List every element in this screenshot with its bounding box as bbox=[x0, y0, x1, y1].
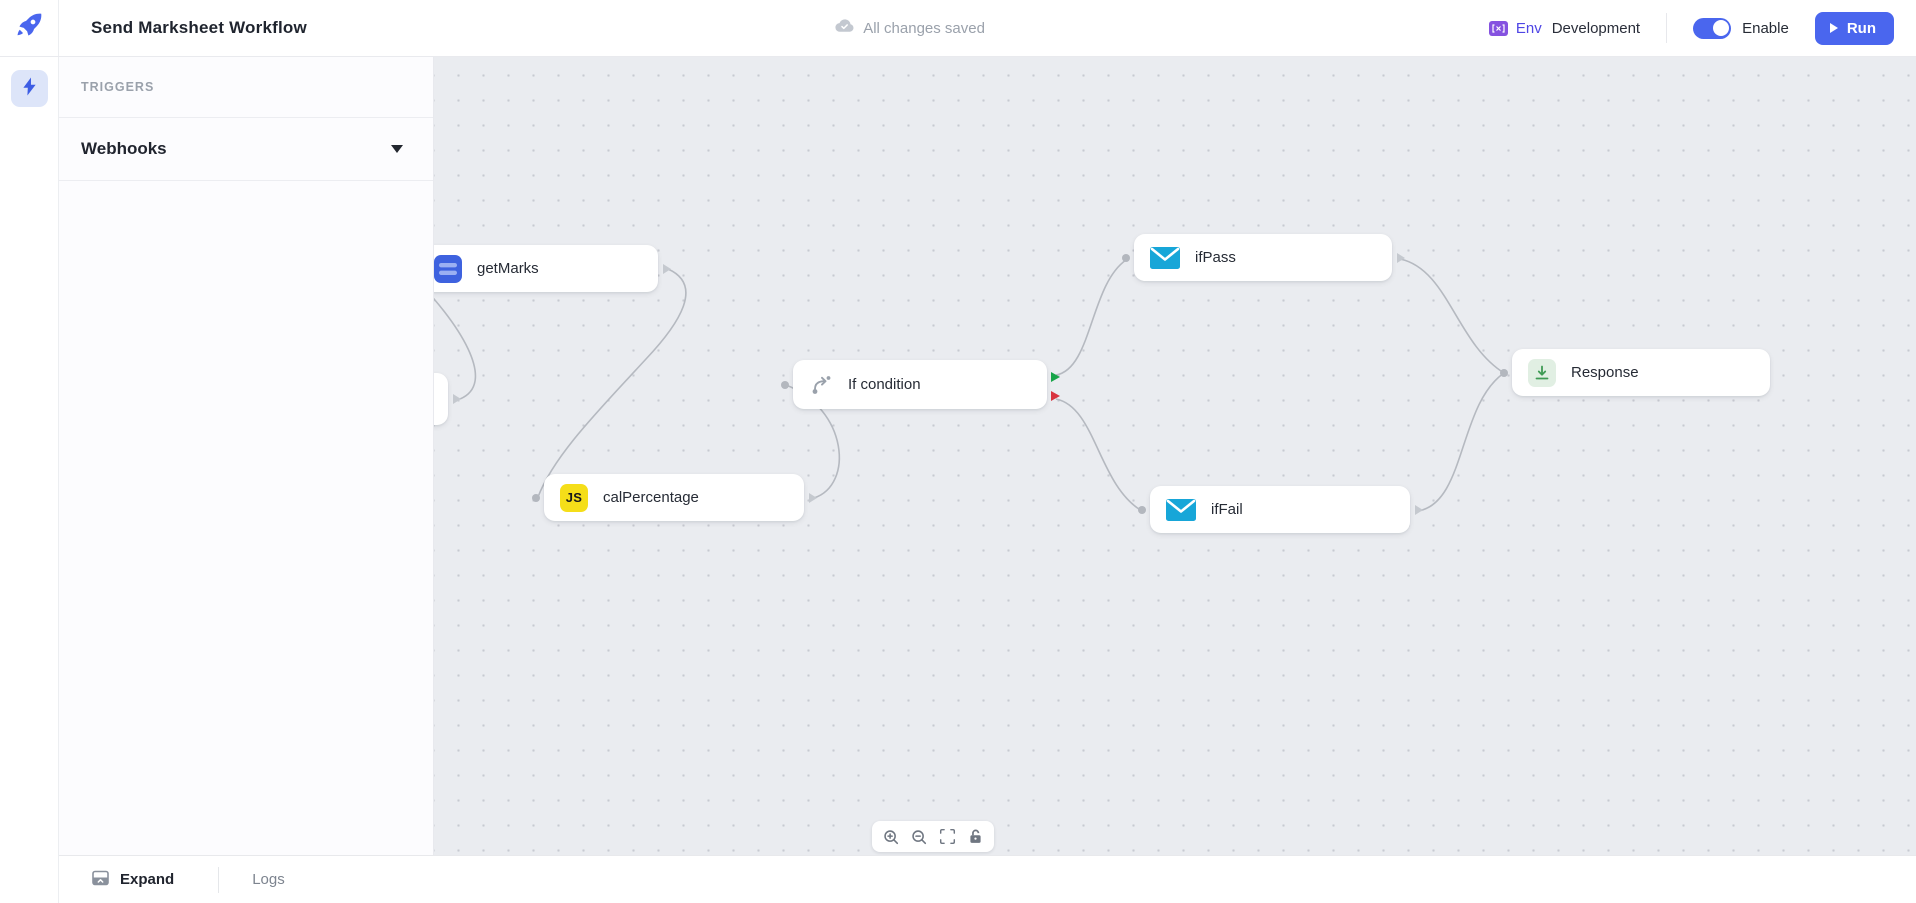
expand-button[interactable]: Expand bbox=[92, 870, 174, 890]
logs-button[interactable]: Logs bbox=[252, 871, 285, 888]
rocket-icon bbox=[14, 11, 44, 46]
node-response[interactable]: Response bbox=[1500, 349, 1770, 396]
left-icon-rail bbox=[0, 57, 59, 903]
node-webhook-trigger[interactable] bbox=[434, 373, 461, 425]
footer-divider bbox=[218, 866, 220, 893]
env-value: Development bbox=[1551, 19, 1641, 37]
input-handle[interactable] bbox=[781, 380, 789, 389]
zoom-out-button[interactable] bbox=[906, 824, 932, 850]
app-logo[interactable] bbox=[0, 0, 59, 56]
save-status-text: All changes saved bbox=[863, 19, 985, 37]
lock-button[interactable] bbox=[962, 824, 988, 850]
mail-icon bbox=[1150, 246, 1180, 269]
output-handle[interactable] bbox=[1415, 504, 1423, 515]
node-label: If condition bbox=[848, 376, 921, 393]
chevron-down-icon bbox=[391, 145, 403, 153]
fit-view-button[interactable] bbox=[934, 824, 960, 850]
expand-panel-icon bbox=[92, 870, 109, 890]
input-handle[interactable] bbox=[1500, 368, 1508, 377]
input-handle[interactable] bbox=[1122, 253, 1130, 262]
output-handle[interactable] bbox=[809, 492, 817, 503]
true-output-handle[interactable] bbox=[1051, 372, 1060, 382]
sidebar: TRIGGERS Webhooks bbox=[59, 57, 434, 855]
header-right: Env Development Enable Run bbox=[1488, 11, 1916, 45]
branch-icon bbox=[809, 373, 833, 397]
edge-ifcondition-iffail bbox=[1055, 398, 1143, 512]
javascript-icon: JS bbox=[560, 483, 588, 512]
node-label: calPercentage bbox=[603, 489, 699, 506]
edge-iffail-response bbox=[1417, 372, 1505, 512]
sidebar-item-webhooks[interactable]: Webhooks bbox=[59, 118, 433, 181]
false-output-handle[interactable] bbox=[1051, 391, 1060, 401]
env-label: Env bbox=[1515, 19, 1542, 37]
edge-webhook-getmarks bbox=[434, 297, 477, 400]
save-status: All changes saved bbox=[835, 0, 985, 56]
sidebar-section-title: TRIGGERS bbox=[59, 57, 433, 118]
canvas-controls bbox=[872, 821, 994, 852]
enable-toggle[interactable] bbox=[1693, 17, 1732, 39]
workflow-edges bbox=[434, 258, 1505, 512]
node-iffail[interactable]: ifFail bbox=[1138, 486, 1423, 533]
run-button[interactable]: Run bbox=[1814, 11, 1894, 45]
node-label: ifPass bbox=[1195, 249, 1236, 266]
output-handle[interactable] bbox=[1397, 252, 1405, 263]
node-calpercentage[interactable]: JS calPercentage bbox=[532, 474, 817, 521]
play-icon bbox=[1829, 23, 1838, 33]
triggers-rail-item[interactable] bbox=[10, 70, 48, 107]
lightning-bolt-icon bbox=[21, 77, 38, 101]
cloud-check-icon bbox=[835, 19, 854, 37]
node-getmarks[interactable]: getMarks bbox=[434, 245, 671, 292]
enable-label: Enable bbox=[1742, 19, 1789, 37]
output-handle[interactable] bbox=[663, 263, 671, 274]
workflow-canvas[interactable]: getMarks JS calPercentage If condition bbox=[434, 57, 1916, 855]
output-handle[interactable] bbox=[453, 394, 461, 404]
node-label: Response bbox=[1571, 364, 1639, 381]
environment-selector[interactable]: Env Development bbox=[1488, 19, 1641, 37]
header-divider bbox=[1666, 13, 1668, 43]
node-label: getMarks bbox=[477, 260, 539, 277]
database-icon bbox=[434, 254, 462, 283]
zoom-in-button[interactable] bbox=[878, 824, 904, 850]
edge-ifcondition-ifpass bbox=[1055, 259, 1127, 376]
webhooks-label: Webhooks bbox=[81, 139, 167, 158]
header: Send Marksheet Workflow All changes save… bbox=[0, 0, 1916, 57]
edge-ifpass-response bbox=[1399, 258, 1505, 374]
node-ifpass[interactable]: ifPass bbox=[1122, 234, 1405, 281]
toggle-knob bbox=[1712, 20, 1729, 36]
page-title: Send Marksheet Workflow bbox=[91, 18, 307, 37]
node-label: ifFail bbox=[1211, 501, 1243, 518]
return-output-icon bbox=[1528, 358, 1556, 387]
node-ifcondition[interactable]: If condition bbox=[781, 360, 1060, 409]
bottom-bar: Expand Logs bbox=[59, 855, 1916, 903]
mail-icon bbox=[1166, 498, 1196, 521]
run-button-label: Run bbox=[1846, 19, 1876, 37]
expand-label: Expand bbox=[120, 871, 175, 888]
env-variables-icon bbox=[1488, 20, 1508, 36]
input-handle[interactable] bbox=[532, 493, 540, 502]
edge-getmarks-calpercentage bbox=[537, 268, 687, 498]
input-handle[interactable] bbox=[1138, 505, 1146, 514]
